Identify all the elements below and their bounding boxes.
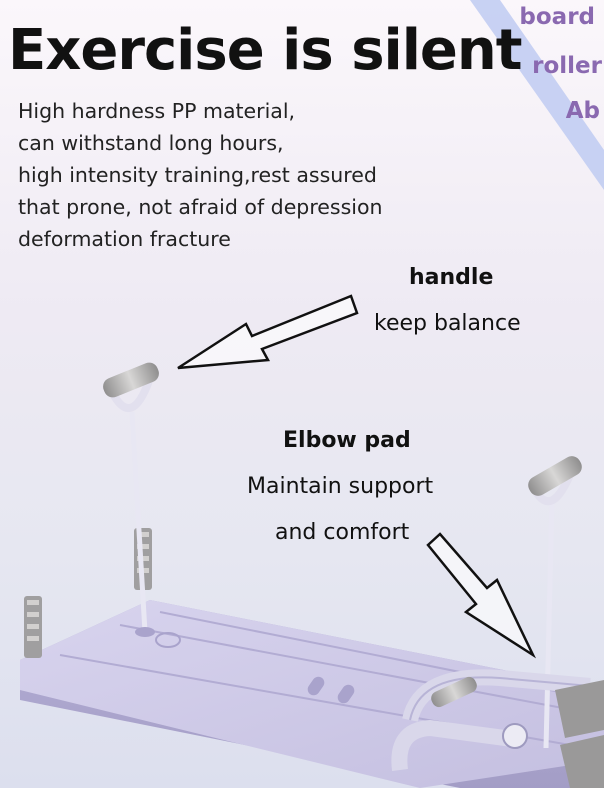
side-post-left (24, 596, 42, 658)
description-line: that prone, not afraid of depression (18, 195, 383, 219)
elbow-callout-line2: and comfort (275, 520, 410, 545)
description-line: High hardness PP material, (18, 99, 296, 123)
elbow-callout-title: Elbow pad (283, 428, 411, 453)
right-handle (528, 456, 582, 749)
handle-callout-text: keep balance (374, 311, 521, 336)
description-line: can withstand long hours, (18, 131, 284, 155)
elbow-arrow (426, 532, 537, 659)
corner-tag-ab: Ab (565, 98, 600, 124)
elbow-callout-line1: Maintain support (247, 474, 434, 499)
material-description: High hardness PP material, can withstand… (18, 95, 438, 255)
handle-callout-title: handle (409, 265, 494, 290)
elbow-pad (391, 669, 604, 788)
headline: Exercise is silent (8, 18, 523, 83)
description-line: deformation fracture (18, 227, 231, 251)
corner-tag-board: board (519, 4, 595, 30)
corner-tag-roller: roller (532, 53, 602, 79)
description-line: high intensity training,rest assured (18, 163, 377, 187)
left-handle (103, 362, 159, 637)
ab-board (20, 600, 604, 788)
handle-arrow (177, 294, 359, 370)
